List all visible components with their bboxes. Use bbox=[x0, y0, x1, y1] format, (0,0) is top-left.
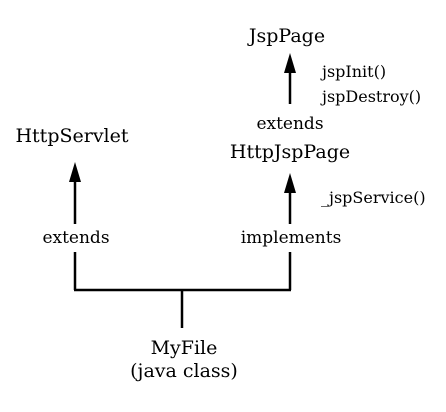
method-jspdestroy: jspDestroy() bbox=[322, 87, 422, 106]
node-myfile-kind: (java class) bbox=[130, 360, 238, 382]
node-httpservlet: HttpServlet bbox=[15, 125, 129, 147]
node-myfile-name: MyFile bbox=[150, 337, 218, 359]
arrowhead-httpservlet bbox=[69, 162, 81, 182]
node-jsppage: JspPage bbox=[248, 25, 326, 47]
arrowhead-jsppage bbox=[284, 53, 296, 73]
method-jspinit: jspInit() bbox=[322, 62, 387, 81]
method-jspservice: _jspService() bbox=[321, 188, 426, 207]
edge-label-extends-httpservlet: extends bbox=[42, 228, 110, 248]
node-httpjsppage: HttpJspPage bbox=[229, 141, 351, 163]
edge-label-extends-jsppage: extends bbox=[256, 114, 324, 134]
edge-label-implements-httpjsppage: implements bbox=[240, 228, 342, 248]
arrowhead-httpjsppage bbox=[284, 173, 296, 193]
node-myfile: MyFile (java class) bbox=[130, 339, 238, 381]
